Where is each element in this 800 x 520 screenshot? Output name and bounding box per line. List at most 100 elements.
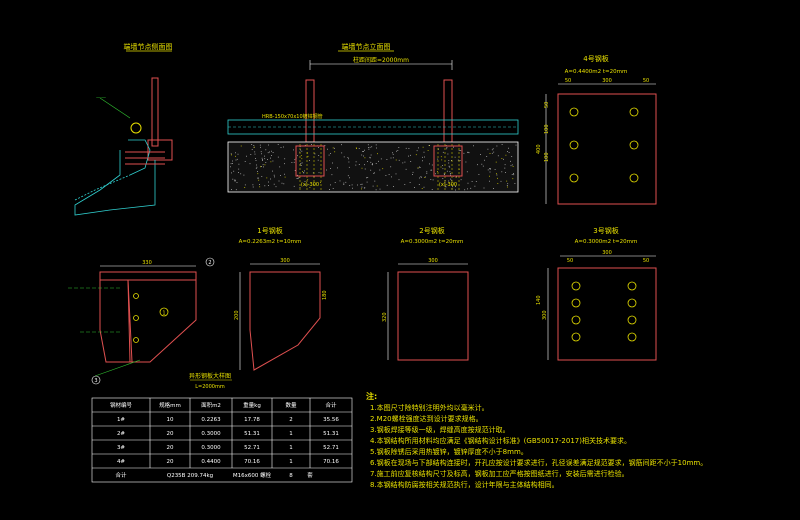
- p3-dim-height: 300: [542, 310, 548, 320]
- plate3-holes: [571, 281, 637, 342]
- concrete-speckle: [230, 144, 517, 191]
- table-footer-cell: 8: [289, 473, 293, 479]
- table-header-cell: 重量kg: [243, 401, 261, 409]
- p4-dim-side-a: 50: [544, 102, 550, 108]
- base-label-right: (x)-300: [439, 182, 457, 188]
- note-line: 5.钢板除锈后采用热镀锌，镀锌厚度不小于8mm。: [370, 448, 528, 456]
- table-cell: 0.2263: [201, 417, 221, 423]
- front-baseplate-right: [433, 145, 463, 177]
- table-cell: 20: [167, 459, 174, 465]
- note-line: 7.施工前应复核结构尺寸及标高，钢板加工应严格按图纸进行，安装后需进行检验。: [370, 470, 629, 478]
- callout-2: 2: [208, 260, 211, 266]
- plate2-area: A=0.3000m2 t=20mm: [401, 239, 464, 245]
- detail-length: L=2000mm: [195, 384, 225, 390]
- front-concrete-base: [227, 141, 519, 193]
- table-cell: 2#: [117, 431, 125, 437]
- table-cell: 20: [167, 431, 174, 437]
- p4-dim-side-b: 100: [544, 124, 550, 134]
- p4-dim-top-b: 300: [602, 78, 612, 84]
- title-plate2: 2号钢板: [419, 226, 444, 235]
- table-cell: 0.4400: [201, 459, 221, 465]
- table-cell: 4#: [117, 459, 125, 465]
- table-header-cell: 钢材编号: [110, 401, 133, 409]
- p4-dim-side-c: 100: [544, 152, 550, 162]
- p1-dim-width: 300: [280, 258, 290, 264]
- material-table: [91, 397, 353, 483]
- base-label-left: (x)-300: [301, 182, 319, 188]
- p2-dim-height: 320: [382, 312, 388, 322]
- table-header-cell: 数量: [285, 401, 297, 409]
- table-cell: 51.31: [323, 431, 339, 437]
- plate3-outline: [557, 267, 657, 361]
- side-node-drawing: [74, 77, 173, 216]
- table-cell: 3#: [117, 445, 125, 451]
- table-header-cell: 面积m2: [201, 402, 221, 409]
- table-cell: 52.71: [244, 445, 260, 451]
- table-footer-cell: 套: [307, 471, 313, 479]
- note-line: 6.钢板在现场与下部结构连接时，开孔应按设计要求进行，孔径误差满足规范要求，钢筋…: [370, 459, 708, 467]
- callout-3: 3: [94, 378, 97, 384]
- table-footer-cell: M16x600 螺栓: [233, 471, 272, 479]
- p1-dim-depth: 200: [234, 310, 240, 320]
- front-post-left: [305, 79, 315, 143]
- front-baseplate-left: [295, 145, 325, 177]
- detail-drawing: [68, 257, 215, 385]
- table-cell: 1: [289, 431, 293, 437]
- title-detail: 异形钢板大样图: [189, 372, 231, 380]
- note-line: 4.本钢结构所用材料均应满足《钢结构设计标准》(GB50017-2017)相关技…: [370, 437, 631, 445]
- table-footer-cell: Q235B 209.74kg: [167, 473, 213, 479]
- plate4-outline: [557, 93, 657, 205]
- note-line: 8.本钢结构防腐按相关规范执行，设计年限与主体结构相同。: [370, 481, 559, 489]
- table-cell: 70.16: [244, 459, 260, 465]
- front-post-right: [443, 79, 453, 143]
- callout-1: 1: [162, 311, 165, 317]
- table-cell: 51.31: [244, 431, 260, 437]
- table-header-cell: 合计: [325, 401, 337, 409]
- table-footer-cell: 合计: [115, 471, 127, 479]
- p4-dim-top-c: 50: [643, 78, 649, 84]
- title-plate1: 1号钢板: [257, 226, 282, 235]
- table-cell: 70.16: [323, 459, 339, 465]
- p3-dim-side: 140: [536, 295, 542, 305]
- title-side-node: 端墙节点侧面图: [124, 42, 173, 51]
- note-line: 1.本图尺寸除特别注明外均以毫米计。: [370, 404, 489, 412]
- p4-dim-height: 400: [536, 144, 542, 154]
- table-cell: 10: [167, 417, 174, 423]
- table-cell: 35.56: [323, 417, 339, 423]
- p4-dim-top-a: 50: [565, 78, 571, 84]
- table-cell: 0.3000: [201, 445, 221, 451]
- table-cell: 1: [289, 459, 293, 465]
- p3-dim-top-a: 50: [567, 258, 573, 264]
- front-rail: [227, 119, 519, 135]
- note-line: 2.M20螺栓强度达到设计要求规格。: [370, 415, 483, 423]
- table-cell: 52.71: [323, 445, 339, 451]
- beam-label: HRB-150x70x10镀锌钢管: [262, 113, 323, 120]
- table-cell: 1: [289, 445, 293, 451]
- table-header-cell: 规格mm: [159, 401, 181, 409]
- notes-heading: 注:: [366, 392, 378, 401]
- plate1-outline: [249, 271, 321, 371]
- plate4-holes: [569, 107, 639, 183]
- p1-dim-right: 180: [322, 290, 328, 300]
- table-cell: 0.3000: [201, 431, 221, 437]
- p3-dim-top-c: 50: [643, 258, 649, 264]
- table-cell: 17.78: [244, 417, 260, 423]
- side-label: ——: [96, 95, 106, 101]
- front-node-dim: [309, 60, 453, 70]
- title-plate3: 3号钢板: [593, 226, 618, 235]
- title-plate4: 4号钢板: [583, 54, 608, 63]
- plate1-area: A=0.2263m2 t=10mm: [239, 239, 302, 245]
- note-line: 3.钢板焊接等级一级，焊缝高度按规范计取。: [370, 426, 510, 434]
- p3-dim-top-b: 300: [602, 250, 612, 256]
- table-cell: 2: [289, 417, 293, 423]
- table-cell: 1#: [117, 417, 125, 423]
- p2-dim-width: 300: [428, 258, 438, 264]
- table-cell: 20: [167, 445, 174, 451]
- front-span-dim: 柱距间距=2000mm: [353, 56, 409, 64]
- plate4-area: A=0.4400m2 t=20mm: [565, 69, 628, 75]
- plate3-area: A=0.3000m2 t=20mm: [575, 239, 638, 245]
- title-front-node: 端墙节点立面图: [342, 42, 391, 51]
